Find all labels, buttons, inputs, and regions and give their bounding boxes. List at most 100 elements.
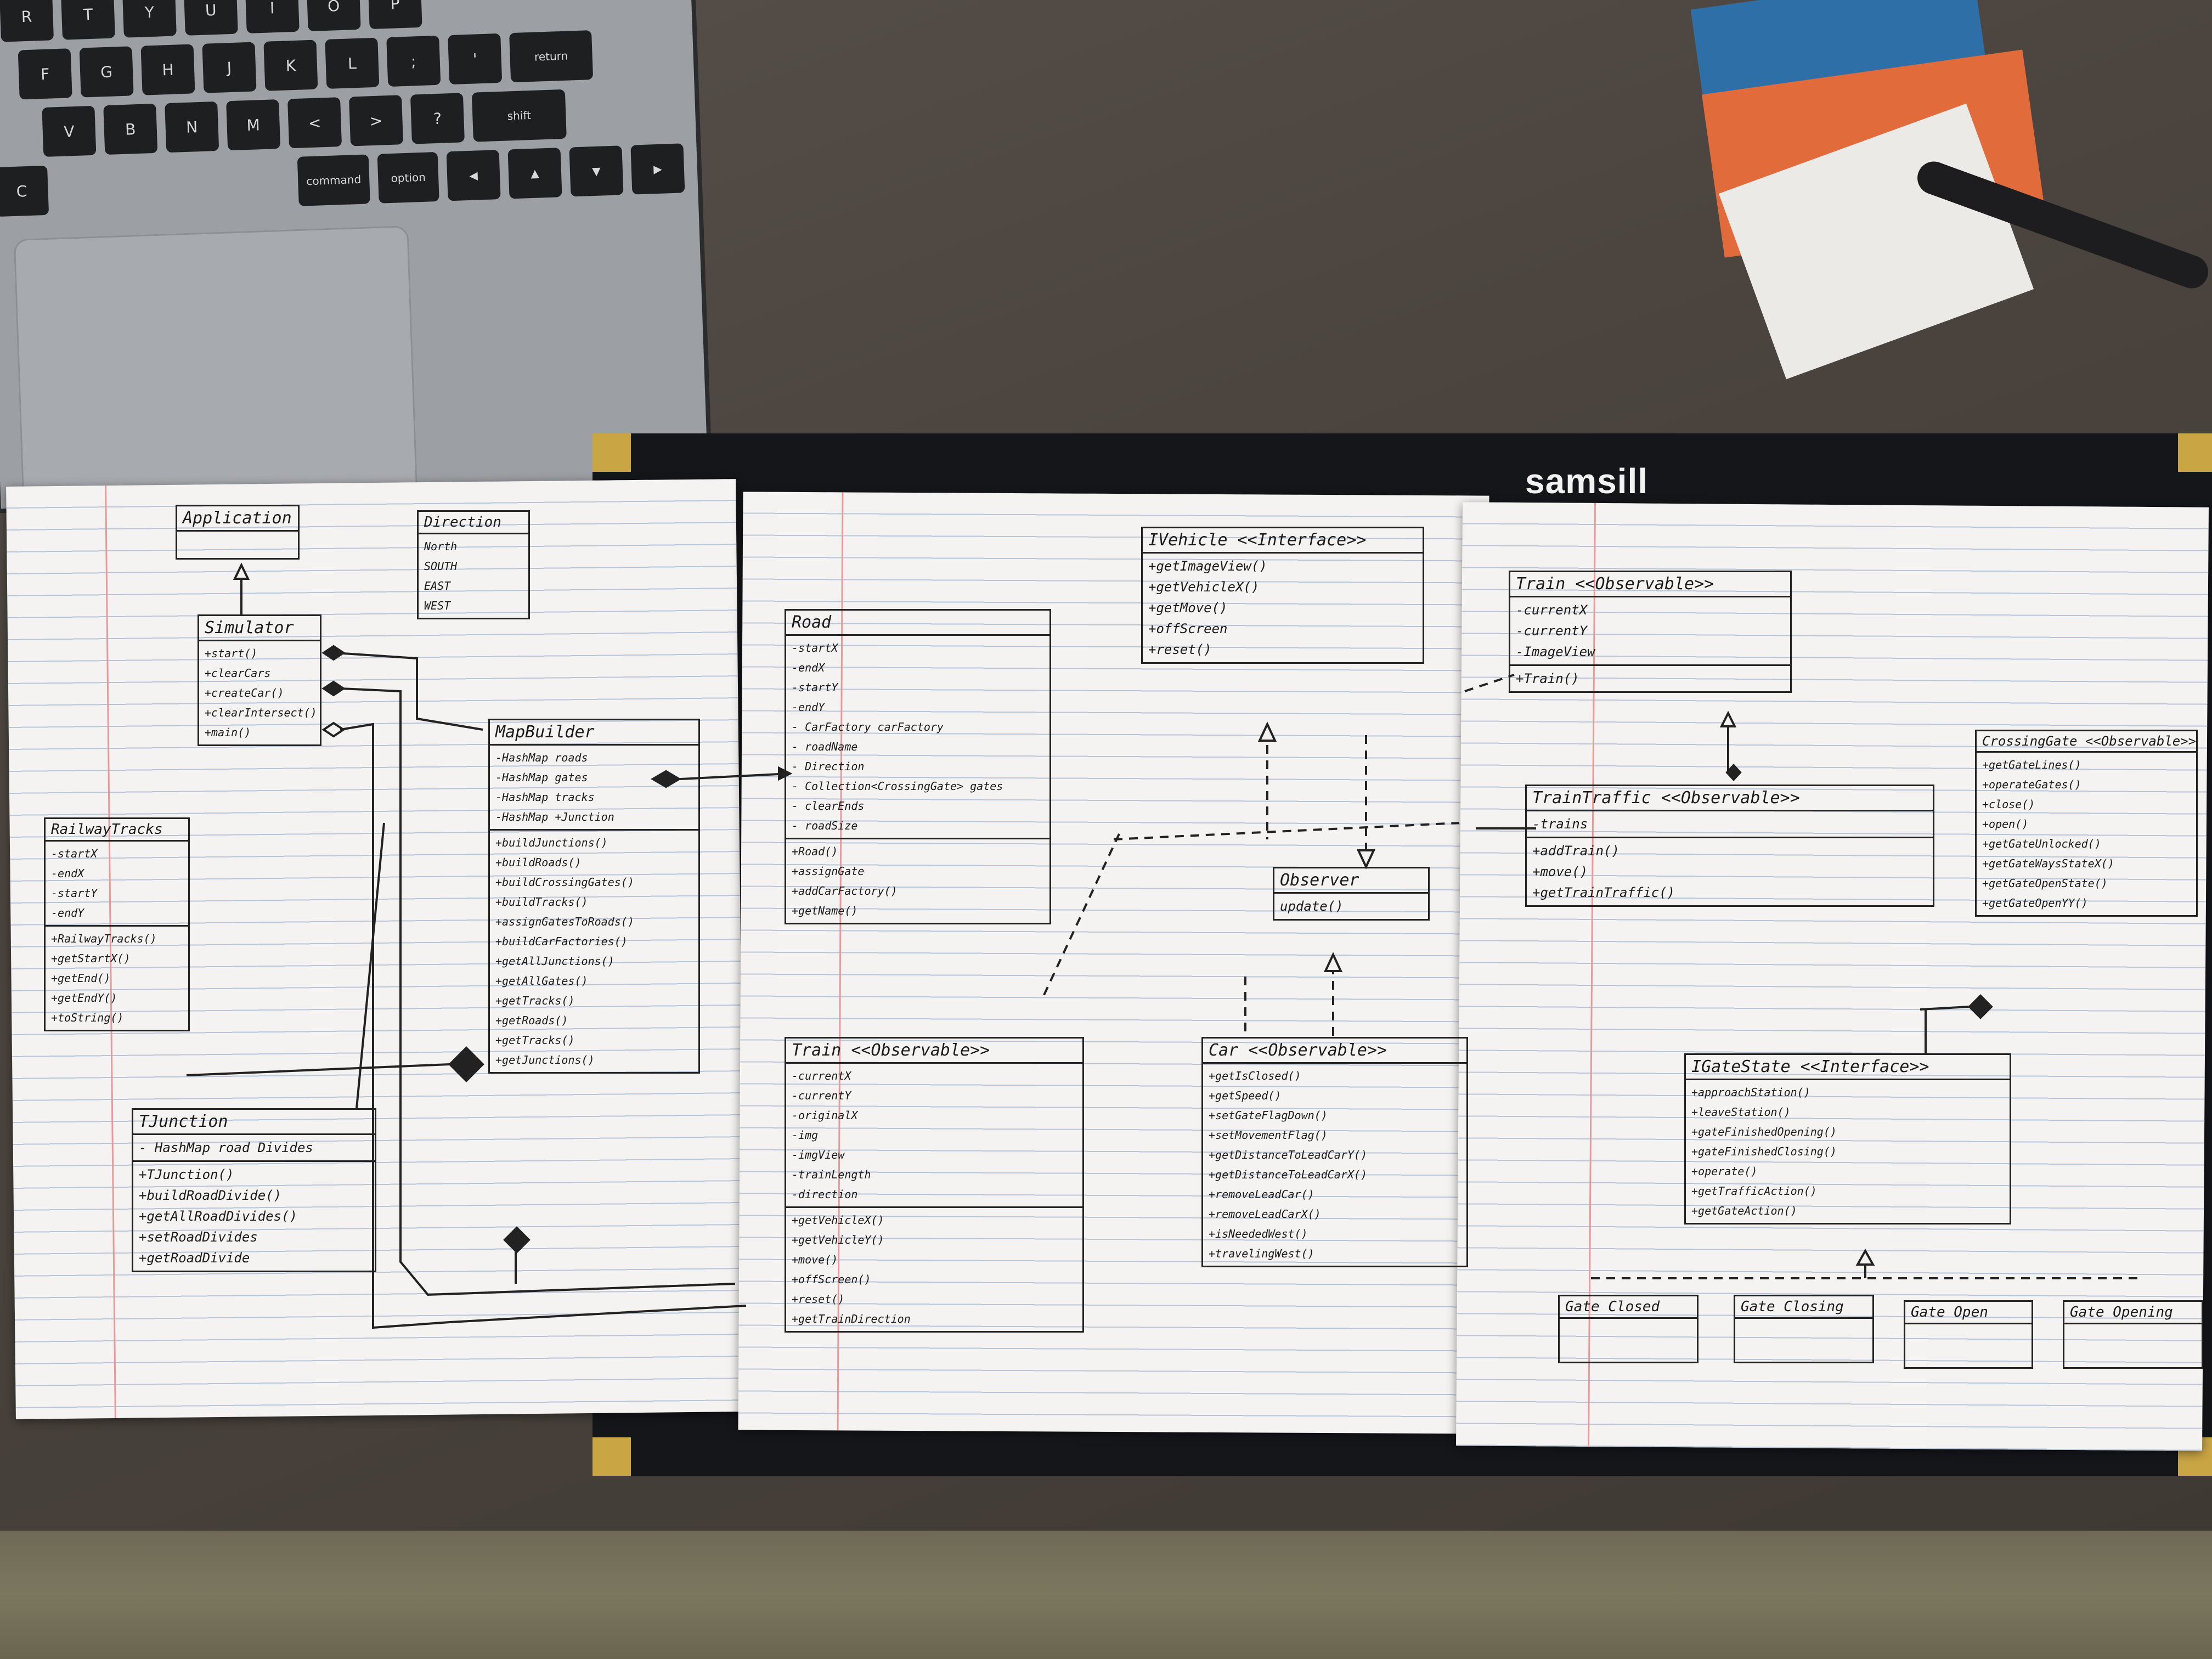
attribute: -trainLength xyxy=(792,1168,871,1181)
class-railwaytracks[interactable]: RailwayTracks -startX -endX -startY -end… xyxy=(44,817,190,1031)
association-line xyxy=(1920,1006,1970,1011)
class-methods: +addTrain() +move() +getTrainTraffic() xyxy=(1527,838,1933,905)
class-crossinggate[interactable]: CrossingGate <<Observable>> +getGateLine… xyxy=(1975,730,2198,917)
method: +move() xyxy=(792,1253,838,1266)
method: +getName() xyxy=(792,904,858,917)
class-title: Car <<Observable>> xyxy=(1203,1039,1466,1064)
enum-value: WEST xyxy=(424,599,451,612)
class-title: Observer xyxy=(1274,868,1428,894)
class-simulator[interactable]: Simulator +start() +clearCars +createCar… xyxy=(198,614,321,746)
attribute: - CarFactory carFactory xyxy=(792,720,944,733)
class-tjunction[interactable]: TJunction - HashMap road Divides +TJunct… xyxy=(132,1108,376,1272)
method: +removeLeadCarX() xyxy=(1209,1207,1321,1221)
composition-diamond xyxy=(651,770,681,788)
class-car[interactable]: Car <<Observable>> +getIsClosed() +getSp… xyxy=(1201,1037,1468,1267)
method: +Train() xyxy=(1516,671,1579,686)
attribute: -endY xyxy=(51,906,84,919)
class-application[interactable]: Application xyxy=(176,505,300,560)
folder-corner xyxy=(592,1437,631,1476)
class-methods: +getImageView() +getVehicleX() +getMove(… xyxy=(1143,554,1423,662)
attribute: -img xyxy=(792,1128,819,1142)
class-title: RailwayTracks xyxy=(46,819,188,842)
method: +reset() xyxy=(1148,642,1212,657)
attribute: -imgView xyxy=(792,1148,845,1161)
method: +getGateLines() xyxy=(1982,758,2081,771)
class-body xyxy=(2064,1324,2202,1367)
class-title: IVehicle <<Interface>> xyxy=(1143,528,1423,554)
class-title: Direction xyxy=(419,512,528,534)
method: +TJunction() xyxy=(139,1167,234,1182)
inheritance-arrow xyxy=(1719,710,1737,727)
method: +getEndY() xyxy=(51,991,117,1005)
method: +leaveStation() xyxy=(1691,1105,1791,1119)
method: +getVehicleX() xyxy=(792,1214,884,1227)
method: +start() xyxy=(205,647,258,660)
class-methods: update() xyxy=(1274,894,1428,919)
inheritance-arrow xyxy=(233,562,250,580)
method: +getImageView() xyxy=(1148,558,1267,574)
attribute: -direction xyxy=(792,1188,858,1201)
method: +getAllRoadDivides() xyxy=(139,1209,297,1224)
attribute: -endY xyxy=(792,701,825,714)
method: +getDistanceToLeadCarX() xyxy=(1209,1168,1367,1181)
method: +approachStation() xyxy=(1691,1086,1810,1099)
attribute: -originalX xyxy=(792,1109,858,1122)
class-observer[interactable]: Observer update() xyxy=(1273,867,1430,921)
class-title: Simulator xyxy=(199,616,320,641)
class-methods: +start() +clearCars +createCar() +clearI… xyxy=(199,641,320,744)
method: +getRoads() xyxy=(495,1014,568,1027)
class-road[interactable]: Road -startX -endX -startY -endY - CarFa… xyxy=(785,609,1051,924)
attribute: -endX xyxy=(51,867,84,880)
method: +buildCrossingGates() xyxy=(495,876,634,889)
class-mapbuilder[interactable]: MapBuilder -HashMap roads -HashMap gates… xyxy=(488,719,700,1074)
attribute: - HashMap road Divides xyxy=(139,1140,313,1155)
association-line xyxy=(340,687,736,1296)
enum-value: SOUTH xyxy=(424,560,458,573)
method: +getAllGates() xyxy=(495,974,588,988)
class-methods: +buildJunctions() +buildRoads() +buildCr… xyxy=(490,831,698,1072)
method: +close() xyxy=(1982,798,2035,811)
composition-diamond xyxy=(448,1046,484,1082)
method: +buildJunctions() xyxy=(495,836,608,849)
class-train-observable[interactable]: Train <<Observable>> -currentX -currentY… xyxy=(1509,571,1792,693)
class-title: Gate Closed xyxy=(1560,1296,1697,1319)
dependency-line xyxy=(1041,833,1120,999)
class-title: Road xyxy=(786,611,1049,636)
interface-igatestate[interactable]: IGateState <<Interface>> +approachStatio… xyxy=(1684,1053,2011,1224)
attribute: - roadName xyxy=(792,740,858,753)
class-direction[interactable]: Direction North SOUTH EAST WEST xyxy=(417,510,530,619)
class-gateclosed[interactable]: Gate Closed xyxy=(1558,1295,1699,1363)
class-attributes: - HashMap road Divides xyxy=(133,1135,375,1162)
interface-ivehicle[interactable]: IVehicle <<Interface>> +getImageView() +… xyxy=(1141,527,1424,664)
folder-corner xyxy=(2178,433,2212,472)
class-title: Gate Open xyxy=(1905,1302,2032,1324)
method: +RailwayTracks() xyxy=(51,932,157,945)
class-title: MapBuilder xyxy=(490,720,698,746)
method: +setMovementFlag() xyxy=(1209,1128,1328,1142)
class-gateopen[interactable]: Gate Open xyxy=(1904,1300,2033,1369)
class-gateopening[interactable]: Gate Opening xyxy=(2063,1300,2203,1369)
method: +operate() xyxy=(1691,1165,1758,1178)
class-methods: +approachStation() +leaveStation() +gate… xyxy=(1686,1080,2010,1223)
class-title: IGateState <<Interface>> xyxy=(1686,1055,2010,1080)
attribute: -HashMap gates xyxy=(495,771,588,784)
class-title: Gate Opening xyxy=(2064,1302,2202,1324)
class-methods: +getIsClosed() +getSpeed() +setGateFlagD… xyxy=(1203,1064,1466,1266)
dependency-line xyxy=(1464,674,1515,692)
attribute: -startX xyxy=(792,641,838,654)
method: +getTracks() xyxy=(495,1034,575,1047)
method: +getTrainDirection xyxy=(792,1312,911,1325)
attribute: - Collection<CrossingGate> gates xyxy=(792,780,1003,793)
class-traintraffic[interactable]: TrainTraffic <<Observable>> -trains +add… xyxy=(1525,785,1934,907)
class-gateclosing[interactable]: Gate Closing xyxy=(1734,1295,1874,1363)
attribute: -HashMap tracks xyxy=(495,791,595,804)
dependency-line xyxy=(1113,822,1460,840)
method: +assignGatesToRoads() xyxy=(495,915,634,928)
method: +getEnd() xyxy=(51,972,111,985)
inheritance-arrow xyxy=(1855,1248,1875,1266)
folder-corner xyxy=(592,433,631,472)
method: +getTrainTraffic() xyxy=(1532,885,1675,900)
class-title: Train <<Observable>> xyxy=(786,1039,1082,1064)
class-train[interactable]: Train <<Observable>> -currentX -currentY… xyxy=(785,1037,1084,1333)
